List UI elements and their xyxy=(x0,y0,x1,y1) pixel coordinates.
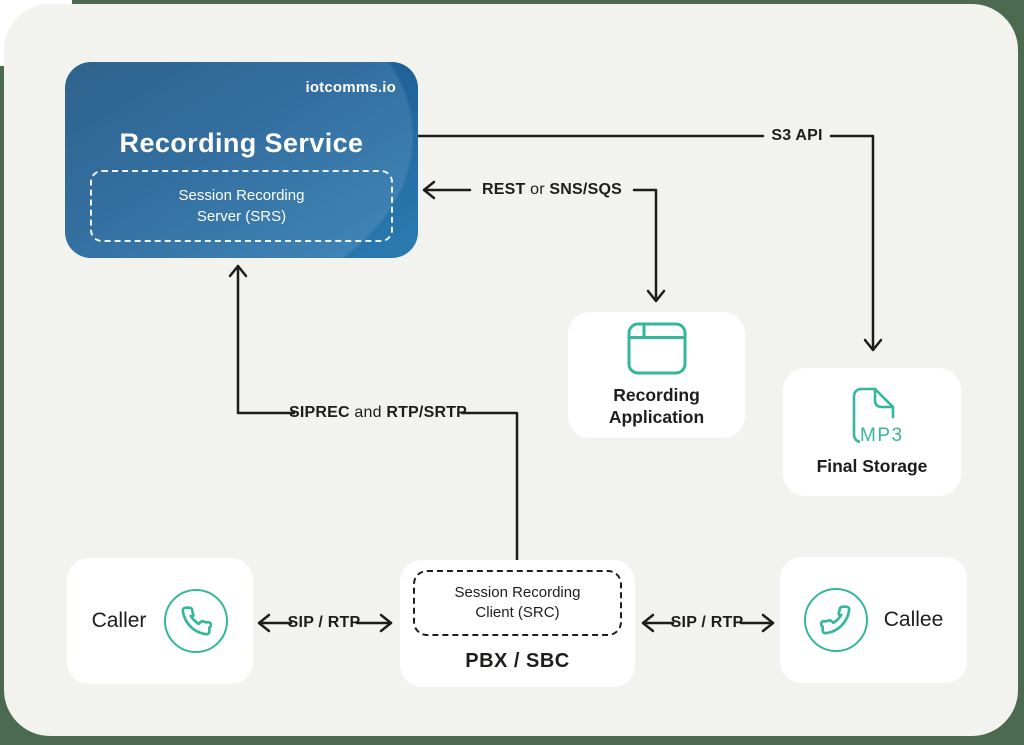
mp3-file-icon: MP3 xyxy=(852,388,904,447)
callee-node: Callee xyxy=(780,557,967,683)
brand-text: iotcomms.io xyxy=(305,79,396,96)
srs-label-line1: Session Recording xyxy=(178,187,305,204)
caller-node: Caller xyxy=(67,558,253,684)
pbx-sbc-node: Session Recording Client (SRC) PBX / SBC xyxy=(400,560,635,687)
recording-application-node: Recording Application xyxy=(568,312,745,438)
rest-sns-sqs-label: REST or SNS/SQS xyxy=(482,181,622,198)
src-label-line1: Session Recording xyxy=(454,583,581,601)
session-recording-server-box: Session Recording Server (SRS) xyxy=(90,170,393,242)
final-storage-label: Final Storage xyxy=(816,456,928,477)
pbx-sbc-label: PBX / SBC xyxy=(465,650,570,672)
sip-rtp-label-right: SIP / RTP xyxy=(670,614,744,631)
sip-rtp-label-left: SIP / RTP xyxy=(287,614,361,631)
final-storage-node: MP3 Final Storage xyxy=(783,368,961,496)
s3-api-label: S3 API xyxy=(771,127,823,144)
recording-service-box: iotcomms.io Recording Service Session Re… xyxy=(65,62,418,258)
recording-application-label: Recording Application xyxy=(608,385,705,427)
callee-label: Callee xyxy=(883,608,944,631)
caller-phone-icon xyxy=(164,589,229,653)
callee-phone-icon xyxy=(803,588,868,652)
svg-text:MP3: MP3 xyxy=(860,425,904,446)
recording-service-title: Recording Service xyxy=(119,128,364,158)
srs-label-line2: Server (SRS) xyxy=(196,208,287,225)
siprec-rtp-label: SIPREC and RTP/SRTP xyxy=(288,404,468,421)
caller-label: Caller xyxy=(91,609,147,632)
browser-window-icon xyxy=(627,322,686,375)
session-recording-client-box: Session Recording Client (SRC) xyxy=(413,570,622,636)
src-label-line2: Client (SRC) xyxy=(475,604,560,621)
